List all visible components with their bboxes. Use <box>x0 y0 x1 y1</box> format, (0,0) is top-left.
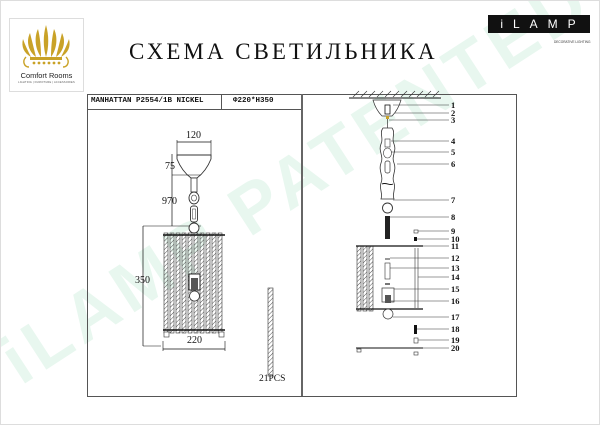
part-number: 17 <box>451 312 460 322</box>
part-number: 1 <box>451 100 456 110</box>
part-number: 11 <box>451 241 460 251</box>
brand-name: Comfort Rooms <box>20 71 73 80</box>
rod-count: 21PCS <box>259 374 286 384</box>
part-number: 12 <box>451 253 460 263</box>
rod-part <box>267 287 274 377</box>
dim-shade-height: 350 <box>135 275 150 286</box>
part-number: 18 <box>451 324 460 334</box>
brand-tagline: LIGHTING | FURNITURE | ACCESSORIES <box>18 81 75 84</box>
comfort-rooms-logo: Comfort Rooms LIGHTING | FURNITURE | ACC… <box>9 18 84 92</box>
part-number: 20 <box>451 343 460 353</box>
ilamp-logo-text: iLAMP <box>500 17 586 31</box>
dim-canopy-width: 120 <box>186 130 201 141</box>
part-number: 7 <box>451 195 456 205</box>
ilamp-tagline: DECORATIVE LIGHTING <box>554 40 591 44</box>
dim-canopy-height: 75 <box>165 161 175 172</box>
dim-chain-length: 970 <box>162 196 177 207</box>
page-title: СХЕМА СВЕТИЛЬНИКА <box>129 39 438 64</box>
part-number: 5 <box>451 147 456 157</box>
panel-divider <box>301 94 303 396</box>
part-number: 15 <box>451 284 460 294</box>
part-number: 6 <box>451 159 456 169</box>
ilamp-logo: iLAMP <box>488 15 590 33</box>
part-number: 13 <box>451 263 460 273</box>
header-separator <box>221 94 222 109</box>
part-number: 14 <box>451 272 460 282</box>
dim-shade-width: 220 <box>187 335 202 346</box>
spec-header: MANHATTAN P2554/1B NICKEL Φ220*H350 <box>87 94 301 110</box>
part-number: 8 <box>451 212 456 222</box>
model-name: MANHATTAN P2554/1B NICKEL <box>91 97 204 105</box>
crown-icon <box>22 25 70 68</box>
part-number: 3 <box>451 115 456 125</box>
part-number: 16 <box>451 296 460 306</box>
model-size: Φ220*H350 <box>233 97 274 105</box>
part-number: 4 <box>451 136 456 146</box>
part-number: 9 <box>451 226 456 236</box>
part-number: 2 <box>451 108 456 118</box>
part-number: 10 <box>451 234 460 244</box>
part-number: 19 <box>451 335 460 345</box>
